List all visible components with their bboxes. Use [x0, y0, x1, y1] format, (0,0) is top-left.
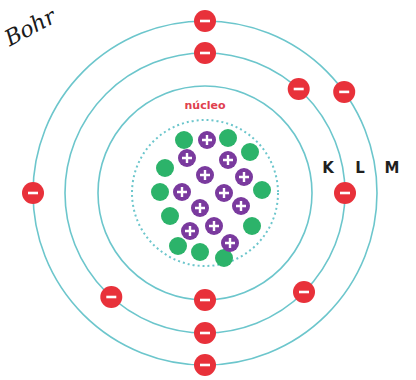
diagram-title: Bohr — [0, 4, 60, 51]
electron — [194, 10, 216, 32]
nucleus-particles — [151, 129, 271, 267]
neutron — [156, 159, 174, 177]
shell-orbit — [98, 86, 312, 300]
electron-body — [194, 42, 216, 64]
minus-sign — [339, 91, 349, 94]
neutron — [219, 129, 237, 147]
shell-label: K — [322, 159, 334, 177]
electron-body — [194, 322, 216, 344]
shell-orbit — [33, 21, 377, 365]
plus-sign — [200, 170, 210, 180]
proton-body — [198, 131, 216, 149]
plus-sign — [185, 226, 195, 236]
electron-body — [194, 354, 216, 376]
nucleus-label: núcleo — [182, 99, 229, 112]
minus-sign — [200, 52, 210, 55]
proton-body — [173, 183, 191, 201]
electron — [288, 78, 310, 100]
neutron — [175, 131, 193, 149]
proton — [221, 234, 239, 252]
neutron — [191, 243, 209, 261]
minus-sign — [106, 296, 116, 299]
plus-sign — [209, 221, 219, 231]
proton-body — [205, 217, 223, 235]
electron — [100, 286, 122, 308]
plus-sign — [219, 188, 229, 198]
shell-label: M — [385, 159, 400, 177]
electron — [194, 322, 216, 344]
electron — [194, 354, 216, 376]
plus-sign — [195, 203, 205, 213]
shell-orbit — [65, 53, 345, 333]
minus-sign — [200, 299, 210, 302]
electron-body — [288, 78, 310, 100]
proton-body — [191, 199, 209, 217]
neutron — [151, 183, 169, 201]
electron-body — [22, 182, 44, 204]
proton — [215, 184, 233, 202]
proton-body — [221, 234, 239, 252]
electron — [194, 289, 216, 311]
electron-body — [293, 281, 315, 303]
minus-sign — [200, 332, 210, 335]
neutron — [243, 217, 261, 235]
shell-label: L — [355, 159, 365, 177]
electron-body — [334, 182, 356, 204]
proton — [181, 222, 199, 240]
proton — [235, 168, 253, 186]
proton — [173, 183, 191, 201]
plus-sign — [182, 153, 192, 163]
minus-sign — [340, 192, 350, 195]
minus-sign — [200, 20, 210, 23]
minus-sign — [294, 88, 304, 91]
electron-body — [333, 81, 355, 103]
electron-body — [194, 289, 216, 311]
neutron — [253, 181, 271, 199]
proton-body — [232, 197, 250, 215]
neutron — [241, 143, 259, 161]
plus-sign — [202, 135, 212, 145]
nucleus-boundary — [132, 120, 278, 266]
proton — [219, 151, 237, 169]
plus-sign — [177, 187, 187, 197]
minus-sign — [200, 364, 210, 367]
minus-sign — [299, 291, 309, 294]
neutron — [161, 207, 179, 225]
electrons — [22, 10, 356, 376]
electron-body — [100, 286, 122, 308]
electron-body — [194, 10, 216, 32]
proton-body — [235, 168, 253, 186]
nucleus-region: núcleo — [130, 99, 280, 112]
proton-body — [219, 151, 237, 169]
neutron — [169, 237, 187, 255]
electron — [194, 42, 216, 64]
proton-body — [215, 184, 233, 202]
electron — [334, 182, 356, 204]
proton-body — [181, 222, 199, 240]
plus-sign — [225, 238, 235, 248]
electron — [333, 81, 355, 103]
electron — [293, 281, 315, 303]
proton — [198, 131, 216, 149]
electron — [22, 182, 44, 204]
proton-body — [196, 166, 214, 184]
proton — [191, 199, 209, 217]
proton — [232, 197, 250, 215]
plus-sign — [223, 155, 233, 165]
proton — [205, 217, 223, 235]
plus-sign — [239, 172, 249, 182]
plus-sign — [236, 201, 246, 211]
proton — [196, 166, 214, 184]
proton — [178, 149, 196, 167]
proton-body — [178, 149, 196, 167]
minus-sign — [28, 192, 38, 195]
